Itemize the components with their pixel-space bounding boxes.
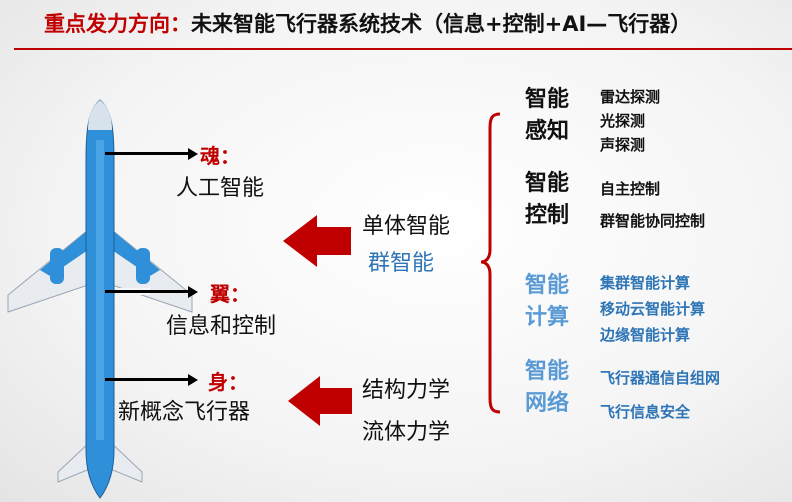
item-cluster-computing: 集群智能计算 (600, 272, 690, 293)
pointer-head-2 (188, 286, 198, 298)
category-computing-line2: 计算 (517, 302, 577, 334)
title-prefix: 重点发力方向： (44, 12, 191, 36)
pointer-line-2 (105, 290, 189, 293)
label-wing-key: 翼： (210, 278, 250, 307)
item-acoustic-detection: 声探测 (600, 134, 645, 155)
category-network-line1: 智能 (517, 356, 577, 388)
category-sensing: 智能 感知 (517, 84, 577, 148)
category-network-line2: 网络 (517, 388, 577, 420)
left-arrow-lower (288, 376, 352, 426)
center-upper-line2: 群智能 (368, 245, 434, 277)
item-swarm-coop-control: 群智能协同控制 (600, 210, 705, 231)
category-control-line2: 控制 (517, 200, 577, 232)
item-adhoc-network: 飞行器通信自组网 (600, 367, 720, 388)
title-main: 未来智能飞行器系统技术（信息+控制+AI—飞行器） (191, 12, 691, 36)
pointer-line-1 (105, 152, 189, 155)
center-lower-line2: 流体力学 (362, 414, 450, 446)
item-mobile-cloud-computing: 移动云智能计算 (600, 298, 705, 319)
label-soul-key: 魂： (200, 140, 240, 169)
title-underline (14, 48, 792, 50)
category-computing: 智能 计算 (517, 270, 577, 334)
left-arrow-upper (283, 215, 351, 267)
item-edge-computing: 边缘智能计算 (600, 324, 690, 345)
category-sensing-line2: 感知 (517, 116, 577, 148)
category-sensing-line1: 智能 (517, 84, 577, 116)
category-control: 智能 控制 (517, 168, 577, 232)
page-title: 重点发力方向：未来智能飞行器系统技术（信息+控制+AI—飞行器） (44, 8, 691, 38)
category-control-line1: 智能 (517, 168, 577, 200)
item-autonomous-control: 自主控制 (600, 178, 660, 199)
item-radar-detection: 雷达探测 (600, 86, 660, 107)
center-lower-line1: 结构力学 (362, 372, 450, 404)
label-body-value: 新概念飞行器 (118, 394, 250, 426)
item-flight-info-security: 飞行信息安全 (600, 401, 690, 422)
pointer-head-1 (188, 148, 198, 160)
label-wing-value: 信息和控制 (166, 308, 276, 340)
label-body-key: 身： (208, 366, 248, 395)
pointer-line-3 (105, 378, 189, 381)
category-network: 智能 网络 (517, 356, 577, 420)
pointer-head-3 (188, 374, 198, 386)
item-optical-detection: 光探测 (600, 110, 645, 131)
category-computing-line1: 智能 (517, 270, 577, 302)
red-brace (480, 112, 502, 414)
center-upper-line1: 单体智能 (362, 208, 450, 240)
label-soul-value: 人工智能 (176, 170, 264, 202)
